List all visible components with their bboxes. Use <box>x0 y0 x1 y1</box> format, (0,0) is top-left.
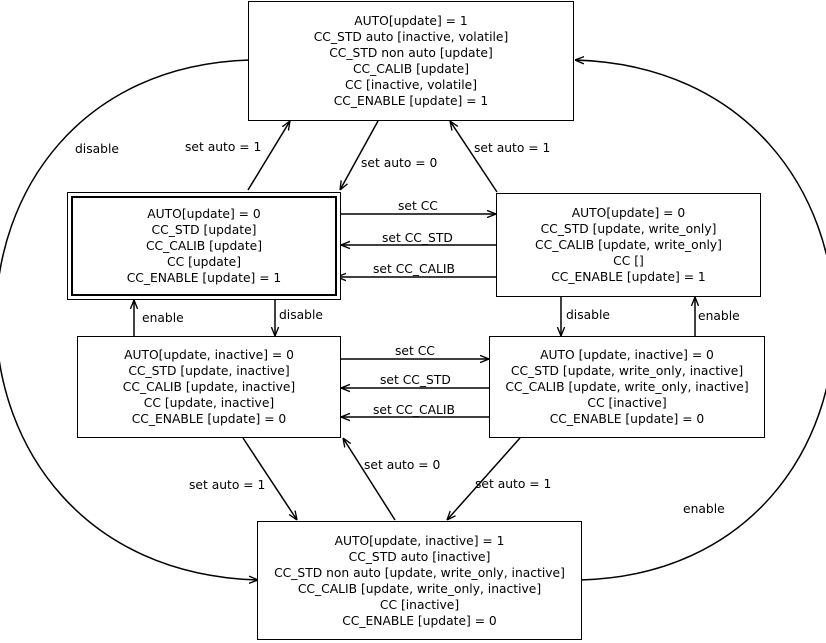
state-mid-right: AUTO[update] = 0 CC_STD [update, write_o… <box>496 193 761 297</box>
state-line: CC_ENABLE [update] = 0 <box>549 412 705 426</box>
state-line: CC [update] <box>166 255 241 269</box>
label-disable-right: disable <box>566 308 610 322</box>
edge-top-to-midleft <box>340 120 379 190</box>
edge-disable-outer <box>0 59 258 580</box>
state-line: CC_STD auto [inactive, volatile] <box>313 30 509 44</box>
state-line: CC_CALIB [update, write_only, inactive] <box>505 380 749 394</box>
state-line: CC_CALIB [update] <box>352 62 470 76</box>
label-set-cc-b: set CC <box>395 344 435 358</box>
label-set-auto-0-b: set auto = 0 <box>364 458 441 472</box>
edge-enable-outer <box>575 60 826 581</box>
label-set-cc-std-b: set CC_STD <box>380 373 451 387</box>
state-line: CC_ENABLE [update] = 1 <box>551 270 706 284</box>
label-enable-right: enable <box>698 309 740 323</box>
state-line: CC [inactive] <box>587 396 667 410</box>
state-line: CC_CALIB [update] <box>145 239 263 253</box>
edge-bottom-to-lowleft <box>343 438 396 521</box>
state-line: CC_ENABLE [update] = 0 <box>131 412 287 426</box>
edge-midright-to-top <box>450 121 498 193</box>
state-line: CC_STD [update, inactive] <box>128 364 290 378</box>
label-set-auto-1-d: set auto = 1 <box>475 477 552 491</box>
state-line: CC_CALIB [update, inactive] <box>122 380 296 394</box>
state-low-right: AUTO [update, inactive] = 0 CC_STD [upda… <box>489 336 765 438</box>
label-enable-outer: enable <box>683 502 725 516</box>
state-line: CC [inactive, volatile] <box>344 78 478 92</box>
state-line: AUTO[update] = 0 <box>571 206 686 220</box>
label-disable-outer: disable <box>75 142 119 156</box>
state-low-left: AUTO[update, inactive] = 0 CC_STD [updat… <box>77 336 341 438</box>
state-line: AUTO[update] = 0 <box>147 207 261 221</box>
state-line: CC_STD non auto [update] <box>329 46 493 60</box>
label-set-auto-1-a: set auto = 1 <box>185 140 262 154</box>
label-set-cc-std-a: set CC_STD <box>382 231 453 245</box>
state-line: CC_CALIB [update, write_only, inactive] <box>297 581 542 596</box>
edge-midleft-to-top <box>247 121 290 191</box>
label-enable-left: enable <box>142 311 184 325</box>
label-disable-left: disable <box>279 308 323 322</box>
state-line: CC_STD [update, write_only] <box>540 222 717 236</box>
state-line: AUTO [update, inactive] = 0 <box>540 348 714 362</box>
state-line: AUTO[update, inactive] = 0 <box>124 348 294 362</box>
state-top: AUTO[update] = 1 CC_STD auto [inactive, … <box>248 1 574 121</box>
state-bottom: AUTO[update, inactive] = 1 CC_STD auto [… <box>257 521 582 640</box>
label-set-cc-calib-b: set CC_CALIB <box>373 403 455 417</box>
state-line: CC_STD [update] <box>151 223 257 237</box>
label-set-auto-1-c: set auto = 1 <box>189 478 266 492</box>
state-mid-left-inner: AUTO[update] = 0 CC_STD [update] CC_CALI… <box>71 196 337 296</box>
state-line: CC_STD non auto [update, write_only, ina… <box>274 565 565 580</box>
state-line: AUTO[update] = 1 <box>354 14 468 28</box>
state-line: CC [inactive] <box>379 597 460 612</box>
edge-lowleft-to-bottom <box>242 437 297 520</box>
state-line: CC_STD auto [inactive] <box>348 549 491 564</box>
state-line: CC_CALIB [update, write_only] <box>535 238 722 252</box>
state-line: CC [update, inactive] <box>143 396 275 410</box>
state-line: CC_ENABLE [update] = 1 <box>126 271 282 285</box>
state-mid-left-initial: AUTO[update] = 0 CC_STD [update] CC_CALI… <box>67 192 341 300</box>
state-line: CC [] <box>613 254 644 268</box>
state-line: CC_STD [update, write_only, inactive] <box>510 364 744 378</box>
state-line: CC_ENABLE [update] = 1 <box>333 94 489 108</box>
state-line: CC_ENABLE [update] = 0 <box>342 613 497 628</box>
label-set-auto-0-a: set auto = 0 <box>361 156 438 170</box>
edge-lowright-to-bottom <box>447 437 521 520</box>
label-set-auto-1-b: set auto = 1 <box>474 141 551 155</box>
state-line: AUTO[update, inactive] = 1 <box>334 533 505 548</box>
label-set-cc-calib-a: set CC_CALIB <box>373 262 455 276</box>
label-set-cc-a: set CC <box>398 199 438 213</box>
